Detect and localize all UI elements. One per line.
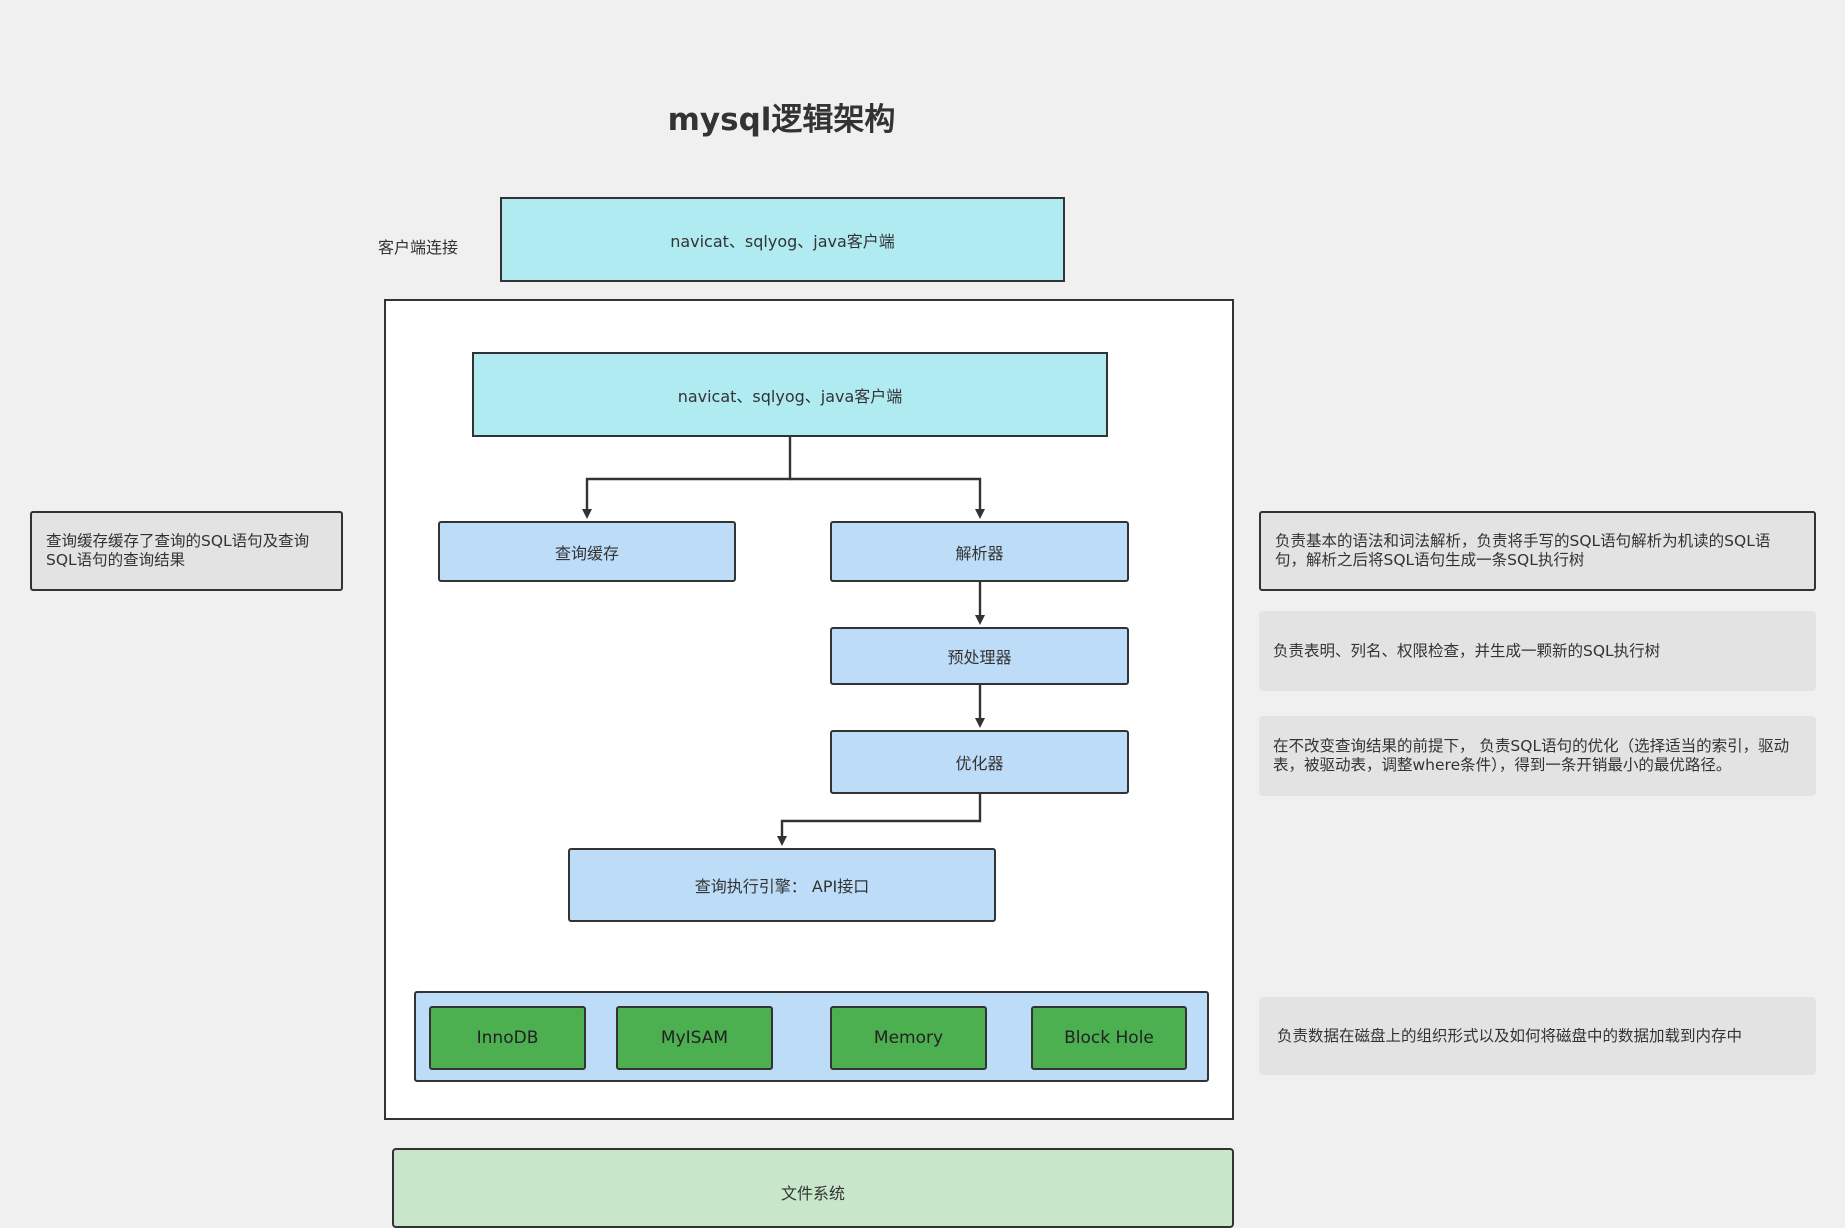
connector-box: navicat、sqlyog、java客户端 [472,352,1108,437]
diagram-title: mysql逻辑架构 [667,102,896,138]
note-optimizer: 在不改变查询结果的前提下， 负责SQL语句的优化（选择适当的索引，驱动表，被驱动… [1259,716,1816,796]
optimizer-box: 优化器 [830,730,1129,794]
execution-engine-box: 查询执行引擎： API接口 [568,848,996,922]
connector-to-cache-edge [582,437,792,519]
preprocessor-box: 预处理器 [830,627,1129,685]
note-query-cache: 查询缓存缓存了查询的SQL语句及查询SQL语句的查询结果 [30,511,343,591]
client-connection-label: 客户端连接 [377,238,458,257]
optimizer-to-executor-edge [777,794,982,846]
note-parser: 负责基本的语法和词法解析，负责将手写的SQL语句解析为机读的SQL语句，解析之后… [1259,511,1816,591]
note-storage-engine: 负责数据在磁盘上的组织形式以及如何将磁盘中的数据加载到内存中 [1259,997,1816,1075]
file-system-label: 文件系统 [780,1184,845,1203]
connector-to-parser-edge [790,477,985,519]
client-box: navicat、sqlyog、java客户端 [500,197,1065,282]
engine-memory: Memory [830,1006,987,1070]
parser-box: 解析器 [830,521,1129,582]
engine-myisam: MyISAM [616,1006,773,1070]
engine-innodb: InnoDB [429,1006,586,1070]
query-cache-box: 查询缓存 [438,521,736,582]
engine-block-hole: Block Hole [1031,1006,1187,1070]
flow-connectors [582,437,985,846]
note-preprocessor: 负责表明、列名、权限检查，并生成一颗新的SQL执行树 [1259,611,1816,691]
